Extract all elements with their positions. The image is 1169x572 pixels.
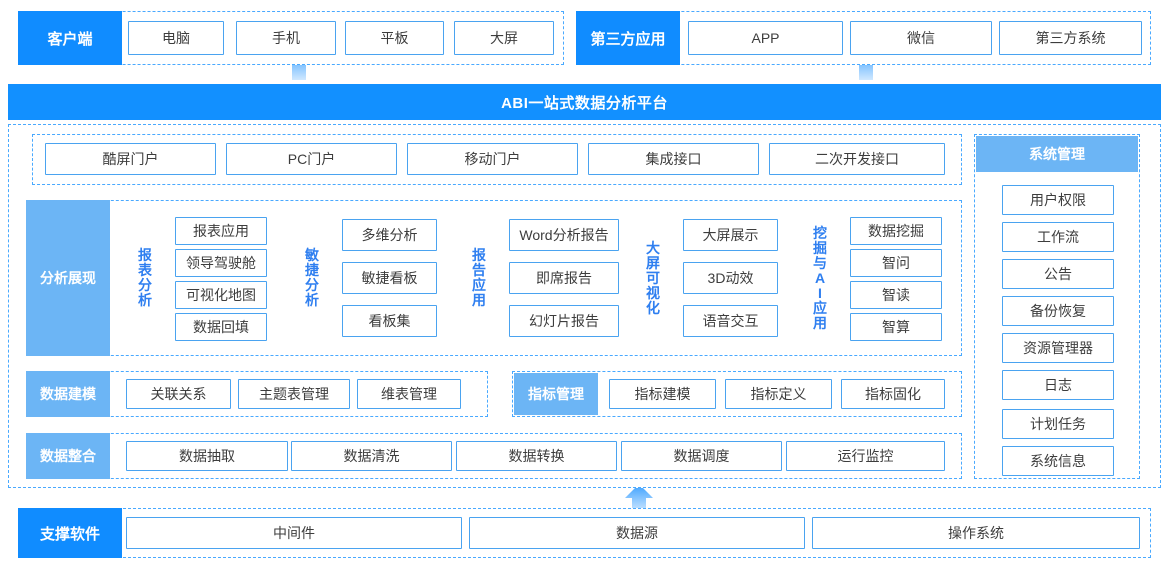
thirdparty-item-external-system[interactable]: 第三方系统 xyxy=(999,21,1142,55)
analysis-group-label-3-text: 报告应用 xyxy=(472,247,486,308)
integration-item-shujuqingxi[interactable]: 数据清洗 xyxy=(291,441,452,471)
system-item-ziyuanguanliqi[interactable]: 资源管理器 xyxy=(1002,333,1114,363)
metric-item-zhibiaodingyi[interactable]: 指标定义 xyxy=(725,379,832,409)
analysis-item-zhisuan[interactable]: 智算 xyxy=(850,313,942,341)
system-item-beifenhuifu[interactable]: 备份恢复 xyxy=(1002,296,1114,326)
client-item-bigscreen[interactable]: 大屏 xyxy=(454,21,554,55)
analysis-item-shujuhuitian[interactable]: 数据回填 xyxy=(175,313,267,341)
thirdparty-item-wechat[interactable]: 微信 xyxy=(850,21,992,55)
client-item-pc[interactable]: 电脑 xyxy=(128,21,224,55)
analysis-item-lingdaojiashicang[interactable]: 领导驾驶舱 xyxy=(175,249,267,277)
analysis-item-duoweifenxi[interactable]: 多维分析 xyxy=(342,219,437,251)
analysis-group-label-2: 敏捷分析 xyxy=(301,226,323,330)
portal-item-kupin[interactable]: 酷屏门户 xyxy=(45,143,216,175)
analysis-item-shujuwajue[interactable]: 数据挖掘 xyxy=(850,217,942,245)
client-row-tag: 客户端 xyxy=(18,11,122,65)
analysis-row-tag: 分析展现 xyxy=(26,200,110,356)
thirdparty-item-app[interactable]: APP xyxy=(688,21,843,55)
analysis-item-zhidu[interactable]: 智读 xyxy=(850,281,942,309)
modeling-item-guanlianguanxi[interactable]: 关联关系 xyxy=(126,379,231,409)
modeling-item-weibiaoguanli[interactable]: 维表管理 xyxy=(357,379,461,409)
analysis-item-word-report[interactable]: Word分析报告 xyxy=(509,219,619,251)
metric-tag: 指标管理 xyxy=(514,373,598,415)
analysis-item-3d-effect[interactable]: 3D动效 xyxy=(683,262,778,294)
system-item-xitongxinxi[interactable]: 系统信息 xyxy=(1002,446,1114,476)
metric-item-zhibiaojianmo[interactable]: 指标建模 xyxy=(609,379,716,409)
system-item-jihuarenwu[interactable]: 计划任务 xyxy=(1002,409,1114,439)
metric-item-zhibiaoguhua[interactable]: 指标固化 xyxy=(841,379,945,409)
analysis-item-kanbanji[interactable]: 看板集 xyxy=(342,305,437,337)
modeling-item-zhutibiaoguanli[interactable]: 主题表管理 xyxy=(238,379,350,409)
portal-item-pc[interactable]: PC门户 xyxy=(226,143,397,175)
analysis-group-label-4-text: 大屏可视化 xyxy=(646,239,660,316)
analysis-item-minjiekanban[interactable]: 敏捷看板 xyxy=(342,262,437,294)
analysis-item-huandengpianbaogao[interactable]: 幻灯片报告 xyxy=(509,305,619,337)
analysis-item-keshihuaditu[interactable]: 可视化地图 xyxy=(175,281,267,309)
support-item-caozuoxitong[interactable]: 操作系统 xyxy=(812,517,1140,549)
analysis-group-label-2-text: 敏捷分析 xyxy=(305,247,319,308)
client-item-phone[interactable]: 手机 xyxy=(236,21,336,55)
system-item-rizhi[interactable]: 日志 xyxy=(1002,370,1114,400)
system-item-gonggao[interactable]: 公告 xyxy=(1002,259,1114,289)
integration-item-yunxingjiankong[interactable]: 运行监控 xyxy=(786,441,945,471)
analysis-item-dapingzhanshi[interactable]: 大屏展示 xyxy=(683,219,778,251)
analysis-item-baobiaoyingyong[interactable]: 报表应用 xyxy=(175,217,267,245)
support-item-shujuyuan[interactable]: 数据源 xyxy=(469,517,805,549)
portal-item-integration-api[interactable]: 集成接口 xyxy=(588,143,759,175)
analysis-group-label-1-text: 报表分析 xyxy=(138,247,152,308)
integration-item-shujudiaodu[interactable]: 数据调度 xyxy=(621,441,782,471)
thirdparty-row-tag: 第三方应用 xyxy=(576,11,680,65)
support-row-tag: 支撑软件 xyxy=(18,508,122,558)
portal-item-secondary-dev-api[interactable]: 二次开发接口 xyxy=(769,143,945,175)
platform-title-bar: ABI一站式数据分析平台 xyxy=(8,84,1161,120)
analysis-item-yuyinjiaohu[interactable]: 语音交互 xyxy=(683,305,778,337)
portal-item-mobile[interactable]: 移动门户 xyxy=(407,143,578,175)
analysis-group-label-4: 大屏可视化 xyxy=(642,216,664,340)
system-panel-tag: 系统管理 xyxy=(976,136,1138,172)
support-item-zhongjianjian[interactable]: 中间件 xyxy=(126,517,462,549)
analysis-group-label-3: 报告应用 xyxy=(468,226,490,330)
analysis-item-zhiwen[interactable]: 智问 xyxy=(850,249,942,277)
integration-row-tag: 数据整合 xyxy=(26,433,110,479)
analysis-item-jixibaogao[interactable]: 即席报告 xyxy=(509,262,619,294)
client-item-tablet[interactable]: 平板 xyxy=(345,21,444,55)
analysis-group-label-1: 报表分析 xyxy=(134,226,156,330)
integration-item-shujuzhuanhuan[interactable]: 数据转换 xyxy=(456,441,617,471)
modeling-row-tag: 数据建模 xyxy=(26,371,110,417)
system-item-gongzuoliu[interactable]: 工作流 xyxy=(1002,222,1114,252)
integration-item-shujuchouqu[interactable]: 数据抽取 xyxy=(126,441,288,471)
system-item-yonghuquanxian[interactable]: 用户权限 xyxy=(1002,185,1114,215)
